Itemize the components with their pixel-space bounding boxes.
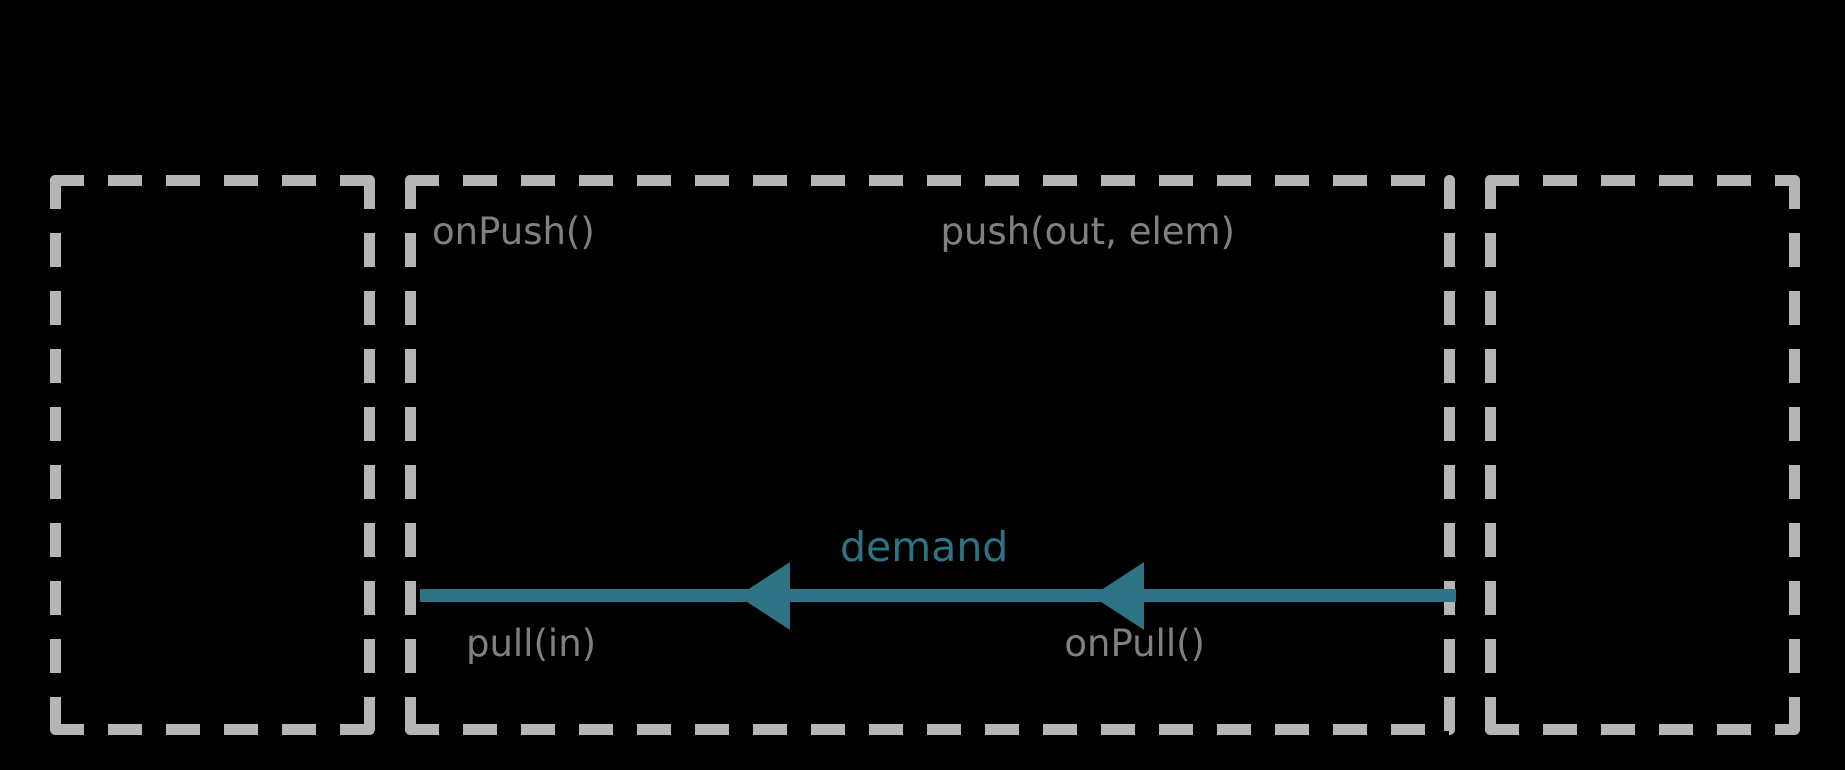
box-edge-top	[50, 175, 375, 186]
label-on-push: onPush()	[432, 210, 595, 253]
box-edge-top	[405, 175, 1455, 186]
box-edge-right	[1444, 175, 1455, 735]
box-edge-right	[1789, 175, 1800, 735]
upstream-stage-box	[50, 175, 375, 735]
box-edge-left	[1485, 175, 1496, 735]
label-on-pull: onPull()	[1064, 622, 1205, 665]
demand-arrow-shaft	[420, 589, 1456, 602]
box-edge-bottom	[1485, 724, 1800, 735]
downstream-stage-box	[1485, 175, 1800, 735]
box-edge-left	[405, 175, 416, 735]
box-edge-right	[364, 175, 375, 735]
label-pull-in: pull(in)	[466, 622, 597, 665]
demand-arrow-head-left	[738, 562, 790, 630]
label-push-out-elem: push(out, elem)	[940, 210, 1235, 253]
box-edge-left	[50, 175, 61, 735]
demand-label: demand	[840, 523, 1009, 571]
demand-arrow-head-right	[1092, 562, 1144, 630]
box-edge-bottom	[405, 724, 1455, 735]
box-edge-bottom	[50, 724, 375, 735]
box-edge-top	[1485, 175, 1800, 186]
current-stage-box	[405, 175, 1455, 735]
